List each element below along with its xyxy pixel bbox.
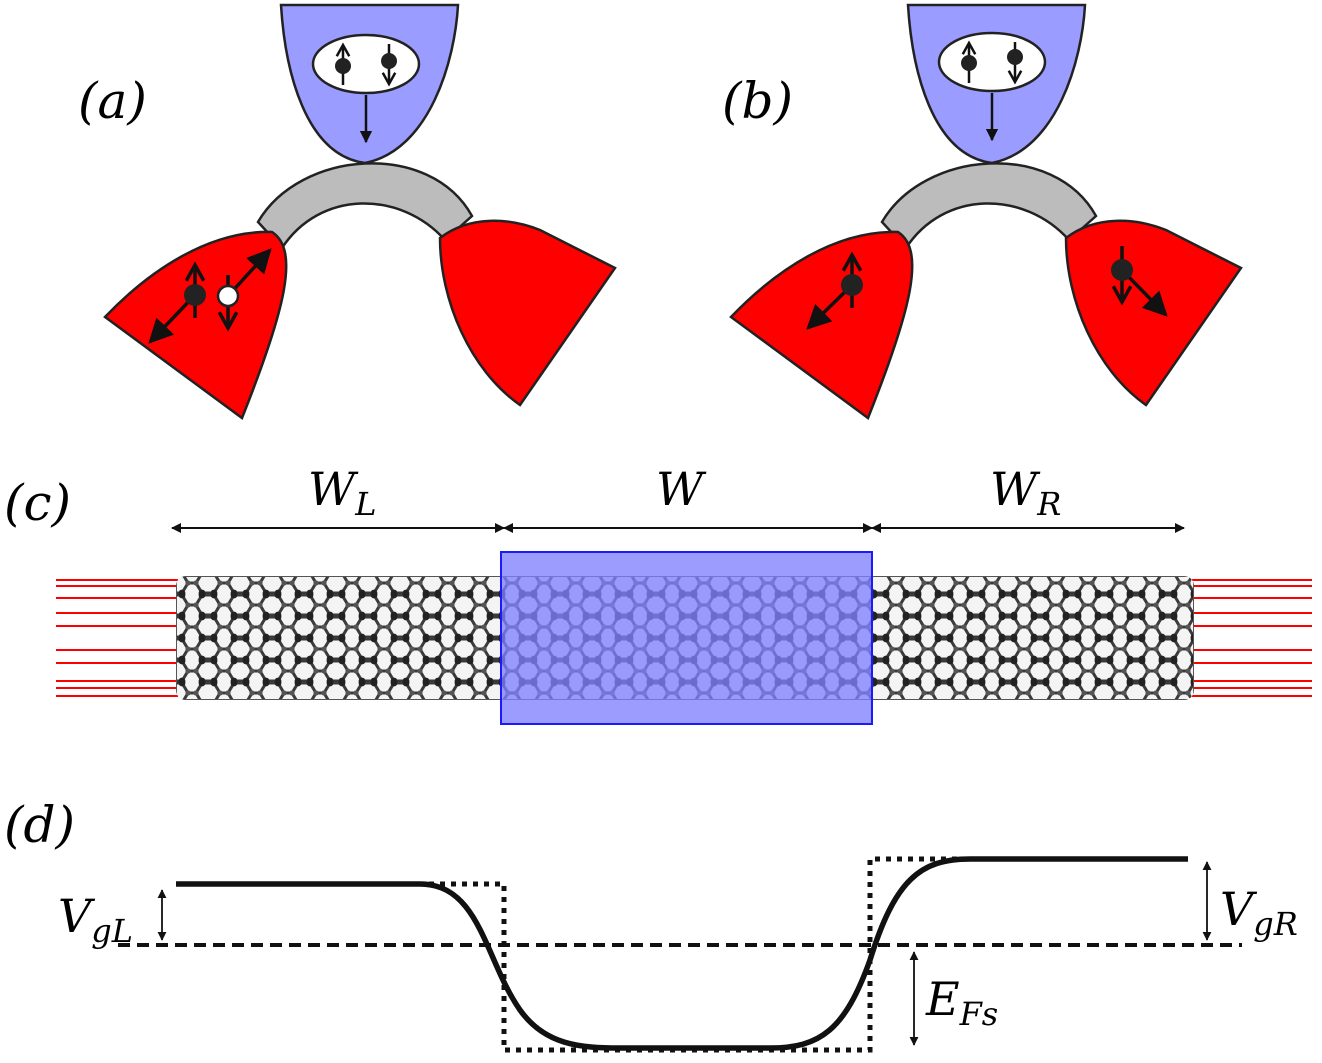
vgl-label: VgL — [58, 889, 133, 950]
electron-dot-icon — [335, 58, 351, 74]
lead-lines — [56, 579, 1312, 697]
width-label-right: WR — [990, 462, 1061, 523]
panel-d: (d) VgL VgR EFs — [4, 796, 1298, 1053]
left-lead — [729, 230, 914, 420]
panel-b-label: (b) — [722, 72, 793, 130]
efs-label: EFs — [925, 972, 998, 1033]
panel-b: (b) — [722, 3, 1243, 420]
left-lead — [103, 230, 288, 420]
step-potential-profile — [176, 856, 1188, 1053]
right-lead — [1064, 219, 1243, 407]
panel-c: (c) WL W WR — [4, 462, 1312, 725]
width-label-middle: W — [656, 462, 707, 516]
cooper-pair-bubble — [311, 33, 421, 95]
panel-d-label: (d) — [4, 796, 75, 854]
junction-bridge — [880, 162, 1098, 251]
electron-dot-icon — [184, 284, 206, 306]
electron-dot-icon — [961, 55, 977, 71]
panel-a: (a) — [78, 3, 617, 420]
junction-bridge — [256, 162, 474, 251]
hole-dot-icon — [216, 284, 240, 308]
smooth-potential-profile — [176, 856, 1188, 1051]
electron-dot-icon — [381, 53, 397, 69]
gated-region — [500, 551, 873, 725]
width-label-left: WL — [308, 462, 377, 523]
cooper-pair-bubble — [937, 31, 1047, 93]
electron-dot-icon — [1007, 49, 1023, 65]
electron-dot-icon — [1111, 259, 1133, 281]
panel-a-label: (a) — [78, 72, 147, 130]
right-lead — [438, 219, 617, 407]
electron-dot-icon — [841, 274, 863, 296]
panel-c-label: (c) — [4, 474, 71, 532]
vgr-label: VgR — [1220, 882, 1298, 943]
